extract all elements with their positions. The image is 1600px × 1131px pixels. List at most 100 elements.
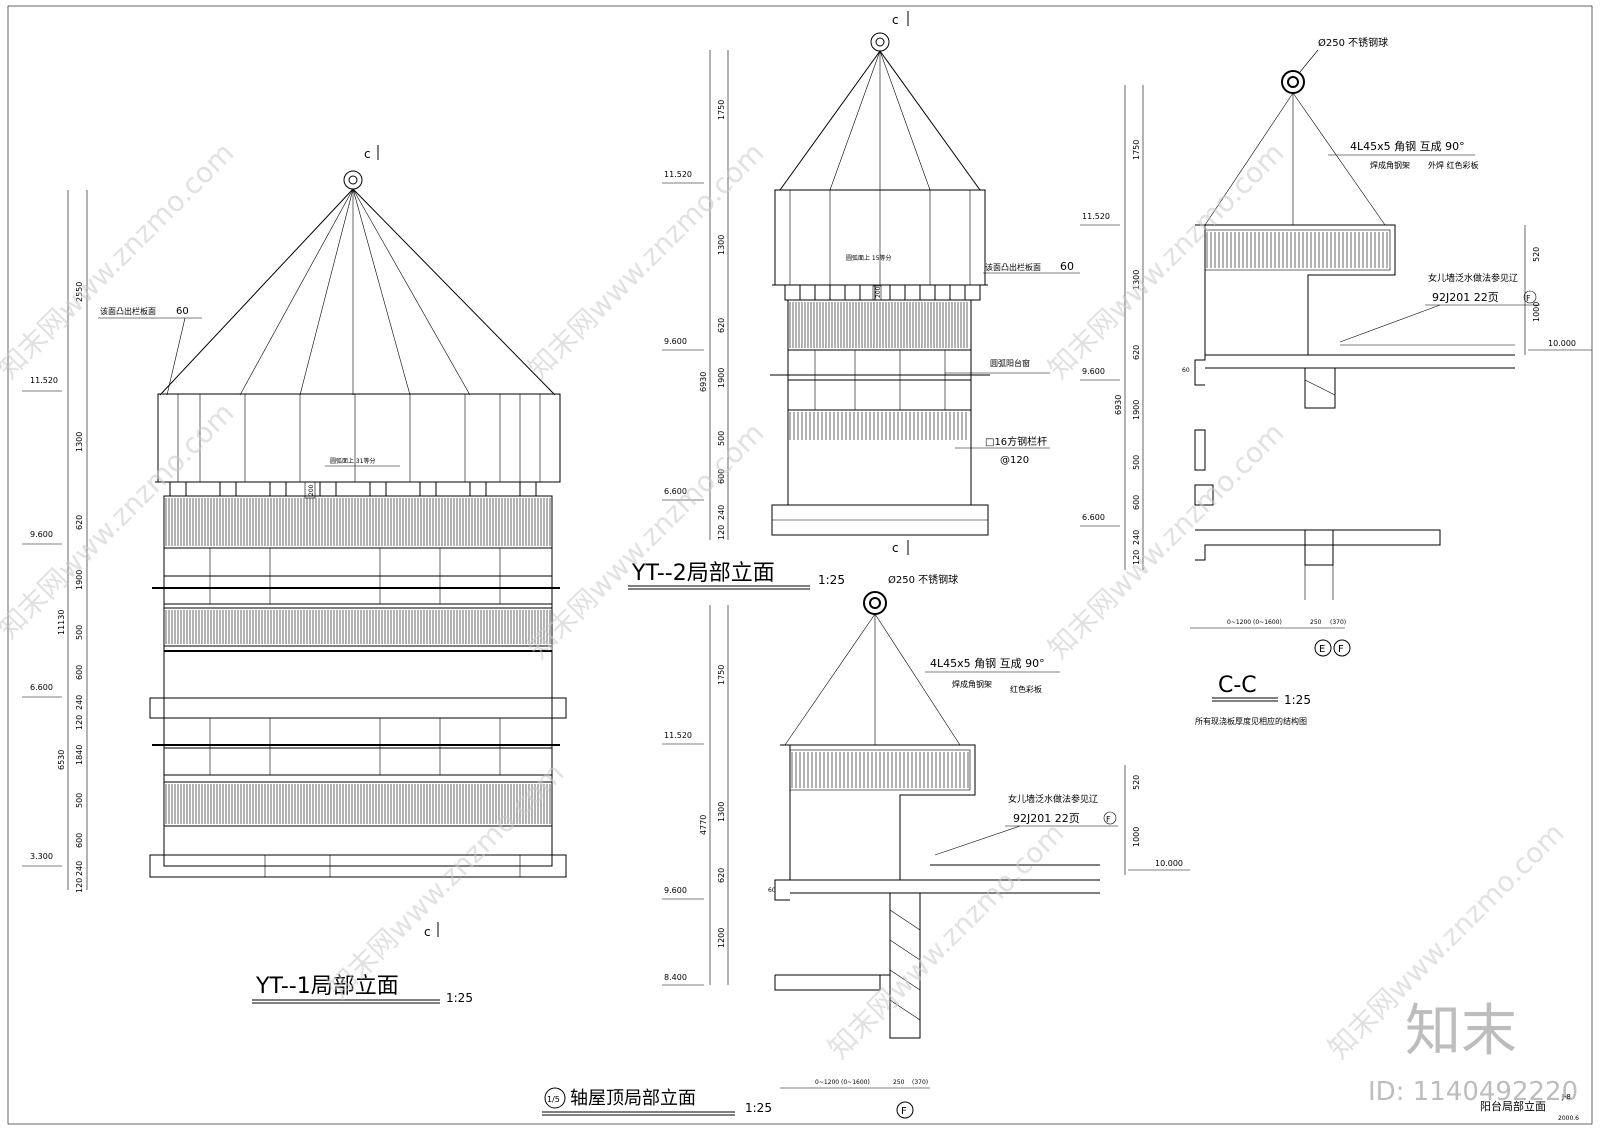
yt1-dim-7: 240 bbox=[75, 695, 84, 710]
yt2-title: YT--2局部立面 bbox=[631, 561, 775, 586]
yt1-dim-13: 120 bbox=[75, 878, 84, 893]
yt1-dim-200: 200 bbox=[308, 484, 315, 496]
yt2-dim-7: 240 bbox=[717, 505, 726, 520]
roof-ball-note: Ø250 不锈钢球 bbox=[888, 573, 958, 586]
yt1-dim-6: 600 bbox=[75, 665, 84, 680]
cc-steel-note-2: 焊成角钢架 bbox=[1370, 160, 1410, 170]
roof-dim-60: 60 bbox=[768, 887, 776, 894]
cc-level-1: 11.520 bbox=[1082, 212, 1110, 221]
yt1-title: YT--1局部立面 bbox=[255, 974, 399, 999]
yt2-level-1: 11.520 bbox=[664, 170, 692, 179]
watermarks: 知末网www.znzmo.com 知末网www.znzmo.com 知末网www… bbox=[0, 136, 1570, 1065]
cc-dim-outer: 6930 bbox=[1114, 395, 1123, 415]
roof-ref-axis: F bbox=[1106, 815, 1111, 824]
cc-level-3: 6.600 bbox=[1082, 513, 1105, 522]
cc-axis-f-icon bbox=[1333, 639, 1351, 657]
watermark-4: 知末网www.znzmo.com bbox=[522, 416, 771, 665]
yt2-dim-4: 1900 bbox=[717, 368, 726, 388]
yt1-dim-5: 500 bbox=[75, 625, 84, 640]
cc-bottom-dim-3: (370) bbox=[1330, 619, 1346, 626]
roof-axis-f: F bbox=[901, 1106, 907, 1117]
roof-dim-2: 1300 bbox=[717, 802, 726, 822]
cc-axis-f: F bbox=[1338, 644, 1344, 655]
yt1-level-1: 11.520 bbox=[30, 376, 58, 385]
cc-parapet-note: 女儿墙泛水做法参见辽 bbox=[1428, 272, 1518, 284]
cc-section: 11.520 9.600 6.600 6930 1750 1300 620 19… bbox=[1080, 36, 1592, 726]
sheet-border bbox=[7, 5, 1593, 1125]
yt1-dim-9: 1840 bbox=[75, 745, 84, 765]
roof-axis: 1/5 bbox=[547, 1095, 560, 1104]
yt1-section-mark-bottom: c bbox=[424, 925, 431, 939]
yt2-section-mark: c bbox=[892, 13, 899, 27]
yt2-note-rail: □16方钢栏杆 bbox=[985, 435, 1047, 448]
cc-dim-9: 520 bbox=[1532, 247, 1541, 262]
cc-title: C-C bbox=[1218, 673, 1257, 698]
brand-id: ID: 1140492220 bbox=[1368, 1077, 1578, 1107]
cc-axis-e-icon bbox=[1314, 639, 1332, 657]
cc-ball-note: Ø250 不锈钢球 bbox=[1318, 36, 1388, 49]
cc-bottom-dim-2: 250 bbox=[1310, 619, 1322, 626]
cc-axis-e: E bbox=[1319, 644, 1325, 655]
roof-bottom-dim-1: 0~1200 (0~1600) bbox=[815, 1079, 870, 1086]
roof-steel-note: 4L45x5 角钢 互成 90° bbox=[930, 657, 1045, 670]
roof-dim-1: 1750 bbox=[717, 665, 726, 685]
cc-note: 所有现浇板厚度见相应的结构图 bbox=[1195, 716, 1307, 726]
yt1-note-panel-val: 60 bbox=[176, 306, 189, 317]
yt1-note-panel: 该面凸出栏板面 bbox=[100, 306, 156, 316]
yt2-note-rail-sp: @120 bbox=[1000, 455, 1029, 466]
roof-dim-4: 1200 bbox=[717, 928, 726, 948]
yt2-note-panel: 该面凸出栏板面 bbox=[985, 262, 1041, 272]
sheet-title: 阳台局部立面 bbox=[1480, 1099, 1546, 1113]
cc-panel-note: 外焊 红色彩板 bbox=[1428, 160, 1479, 170]
roof-dim-5: 520 bbox=[1132, 775, 1141, 790]
watermark-6: 知末网www.znzmo.com bbox=[1042, 416, 1291, 665]
yt2-level-3: 6.600 bbox=[664, 487, 687, 496]
roof-steel-note-2: 焊成角钢架 bbox=[952, 679, 992, 689]
cc-ref-axis: F bbox=[1526, 294, 1531, 303]
cc-dim-7: 240 bbox=[1132, 530, 1141, 545]
yt1-level-2: 9.600 bbox=[30, 530, 53, 539]
cc-steel-note: 4L45x5 角钢 互成 90° bbox=[1350, 140, 1465, 153]
sheet-no: J-8 bbox=[1561, 1093, 1571, 1101]
yt1-elevation: 11.520 9.600 6.600 3.300 11130 6530 2550… bbox=[22, 145, 567, 1005]
cc-dim-4: 1900 bbox=[1132, 400, 1141, 420]
cc-scale: 1:25 bbox=[1284, 693, 1311, 707]
cc-dim-10: 1000 bbox=[1532, 302, 1541, 322]
yt1-note-arc: 圆弧面上 31等分 bbox=[330, 457, 376, 465]
yt2-note-arc: 圆弧面上 15等分 bbox=[846, 254, 892, 262]
roof-axis-circle-icon bbox=[544, 1087, 566, 1109]
brand-logo: 知末 bbox=[1405, 999, 1517, 1064]
cc-level-2: 9.600 bbox=[1082, 367, 1105, 376]
yt1-dim-outer-1: 11130 bbox=[57, 610, 66, 635]
roof-panel-note: 红色彩板 bbox=[1010, 684, 1042, 694]
yt2-dim-outer: 6930 bbox=[699, 372, 708, 392]
watermark-8: 知末网www.znzmo.com bbox=[822, 816, 1071, 1065]
yt1-level-3: 6.600 bbox=[30, 683, 53, 692]
roof-level-4: 10.000 bbox=[1155, 859, 1183, 868]
roof-parapet-note: 女儿墙泛水做法参见辽 bbox=[1008, 793, 1098, 805]
yt2-dim-6: 600 bbox=[717, 469, 726, 484]
cc-dim-5: 500 bbox=[1132, 455, 1141, 470]
roof-bottom-dim-2: 250 bbox=[893, 1079, 905, 1086]
yt2-scale: 1:25 bbox=[818, 573, 845, 587]
yt2-note-panel-val: 60 bbox=[1060, 260, 1074, 273]
yt1-dim-10: 500 bbox=[75, 793, 84, 808]
roof-level-3: 8.400 bbox=[664, 973, 687, 982]
roof-parapet-ref: 92J201 22页 bbox=[1013, 812, 1080, 825]
yt2-elevation: 11.520 9.600 6.600 6930 1750 1300 620 19… bbox=[628, 11, 1080, 590]
cc-dim-6: 600 bbox=[1132, 495, 1141, 510]
yt2-level-2: 9.600 bbox=[664, 337, 687, 346]
sheet-date: 2000.6 bbox=[1558, 1115, 1579, 1122]
yt2-dim-200: 200 bbox=[875, 286, 882, 298]
yt1-dim-3: 620 bbox=[75, 515, 84, 530]
yt2-note-window: 圆弧阳台窗 bbox=[990, 358, 1030, 368]
roof-scale: 1:25 bbox=[745, 1101, 772, 1115]
yt2-dim-5: 500 bbox=[717, 431, 726, 446]
yt1-dim-12: 240 bbox=[75, 861, 84, 876]
roof-dim-outer: 4770 bbox=[699, 815, 708, 835]
yt1-dim-11: 600 bbox=[75, 833, 84, 848]
yt1-dim-4: 1900 bbox=[75, 570, 84, 590]
cc-dim-60: 60 bbox=[1182, 367, 1190, 374]
yt1-scale: 1:25 bbox=[446, 991, 473, 1005]
roof-title: 轴屋顶局部立面 bbox=[570, 1088, 696, 1109]
